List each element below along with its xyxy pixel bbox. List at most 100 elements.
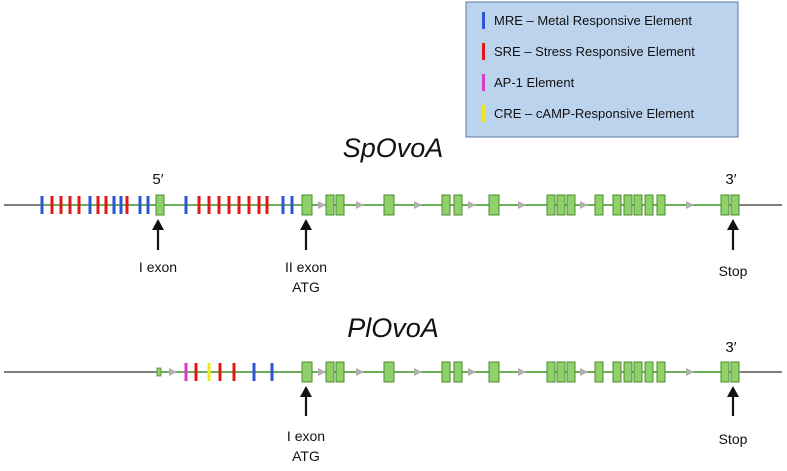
- direction-arrow: [580, 201, 588, 209]
- direction-arrow: [318, 201, 326, 209]
- mre-element: [88, 196, 92, 214]
- arrow-label: Stop: [719, 263, 748, 279]
- exon: [612, 194, 622, 216]
- sre-element: [197, 196, 201, 214]
- direction-arrow: [686, 368, 694, 376]
- gene-title: SpOvoA: [343, 133, 444, 163]
- sre-element: [227, 196, 231, 214]
- exon-arrow-i-exon: I exon: [139, 219, 177, 275]
- sre-element: [265, 196, 269, 214]
- exon: [612, 361, 622, 383]
- exon-arrow-stop: Stop: [719, 386, 748, 447]
- direction-arrow: [468, 201, 476, 209]
- sre-element: [232, 363, 236, 381]
- exon: [656, 194, 666, 216]
- direction-arrow: [356, 201, 364, 209]
- gene-spovoa: SpOvoA 5′ 3′ I exon II exon ATG Stop: [4, 133, 782, 295]
- ap1-element: [184, 363, 188, 381]
- exon: [441, 361, 451, 383]
- exon: [623, 194, 633, 216]
- sre-element: [218, 363, 222, 381]
- exon: [453, 194, 463, 216]
- mre-element: [112, 196, 116, 214]
- sre-element: [68, 196, 72, 214]
- direction-arrow: [686, 201, 694, 209]
- mre-element: [40, 196, 44, 214]
- sre-element: [125, 196, 129, 214]
- direction-arrow: [518, 201, 526, 209]
- mre-element: [138, 196, 142, 214]
- direction-arrow: [414, 201, 422, 209]
- exon: [488, 194, 500, 216]
- legend-label: MRE – Metal Responsive Element: [494, 13, 692, 28]
- legend-label: CRE – cAMP-Responsive Element: [494, 106, 695, 121]
- mre-element: [146, 196, 150, 214]
- sre-element: [59, 196, 63, 214]
- direction-arrow: [414, 368, 422, 376]
- sre-element: [194, 363, 198, 381]
- legend-swatch: [482, 74, 485, 91]
- mre-element: [290, 196, 294, 214]
- legend-label: AP-1 Element: [494, 75, 575, 90]
- legend-box: [465, 1, 739, 138]
- gene-plovoa: PlOvoA 3′ I exon ATG Stop: [4, 313, 782, 464]
- direction-arrow: [468, 368, 476, 376]
- exon-arrow-i-exon: I exon ATG: [287, 386, 325, 464]
- sre-element: [257, 196, 261, 214]
- arrow-label: I exon: [287, 428, 325, 444]
- exon: [325, 361, 335, 383]
- exon: [556, 361, 566, 383]
- sre-element: [237, 196, 241, 214]
- direction-arrow: [318, 368, 326, 376]
- mre-element: [281, 196, 285, 214]
- arrow-sublabel: ATG: [292, 279, 320, 295]
- direction-arrow: [580, 368, 588, 376]
- arrow-label: Stop: [719, 431, 748, 447]
- arrow-sublabel: ATG: [292, 448, 320, 464]
- sre-element: [104, 196, 108, 214]
- exon: [441, 194, 451, 216]
- exon: [383, 194, 395, 216]
- exon: [623, 361, 633, 383]
- exon: [594, 194, 604, 216]
- exon: [335, 361, 345, 383]
- exon: [633, 194, 643, 216]
- legend-label: SRE – Stress Responsive Element: [494, 44, 695, 59]
- direction-arrow: [356, 368, 364, 376]
- five-prime-label: 5′: [152, 171, 163, 188]
- direction-arrow: [169, 368, 177, 376]
- arrow-label: II exon: [285, 259, 327, 275]
- exon: [488, 361, 500, 383]
- sre-element: [217, 196, 221, 214]
- exon: [383, 361, 395, 383]
- exon: [556, 194, 566, 216]
- mre-element: [119, 196, 123, 214]
- direction-arrow: [518, 368, 526, 376]
- sre-element: [207, 196, 211, 214]
- exon: [730, 194, 740, 216]
- exon: [546, 194, 556, 216]
- sre-element: [247, 196, 251, 214]
- sre-element: [50, 196, 54, 214]
- legend-swatch: [482, 12, 485, 29]
- exon: [301, 194, 313, 216]
- exon-arrow-stop: Stop: [719, 219, 748, 279]
- exon: [720, 361, 730, 383]
- cre-element: [207, 363, 211, 381]
- exon: [644, 194, 654, 216]
- exon-arrow-ii-exon: II exon ATG: [285, 219, 327, 295]
- arrow-label: I exon: [139, 259, 177, 275]
- exon: [335, 194, 345, 216]
- exon: [730, 361, 740, 383]
- sre-element: [77, 196, 81, 214]
- exon: [566, 361, 576, 383]
- exon: [325, 194, 335, 216]
- exon: [155, 194, 165, 216]
- mre-element: [252, 363, 256, 381]
- legend-swatch: [482, 105, 485, 122]
- exon: [546, 361, 556, 383]
- exon: [644, 361, 654, 383]
- sre-element: [96, 196, 100, 214]
- exon: [594, 361, 604, 383]
